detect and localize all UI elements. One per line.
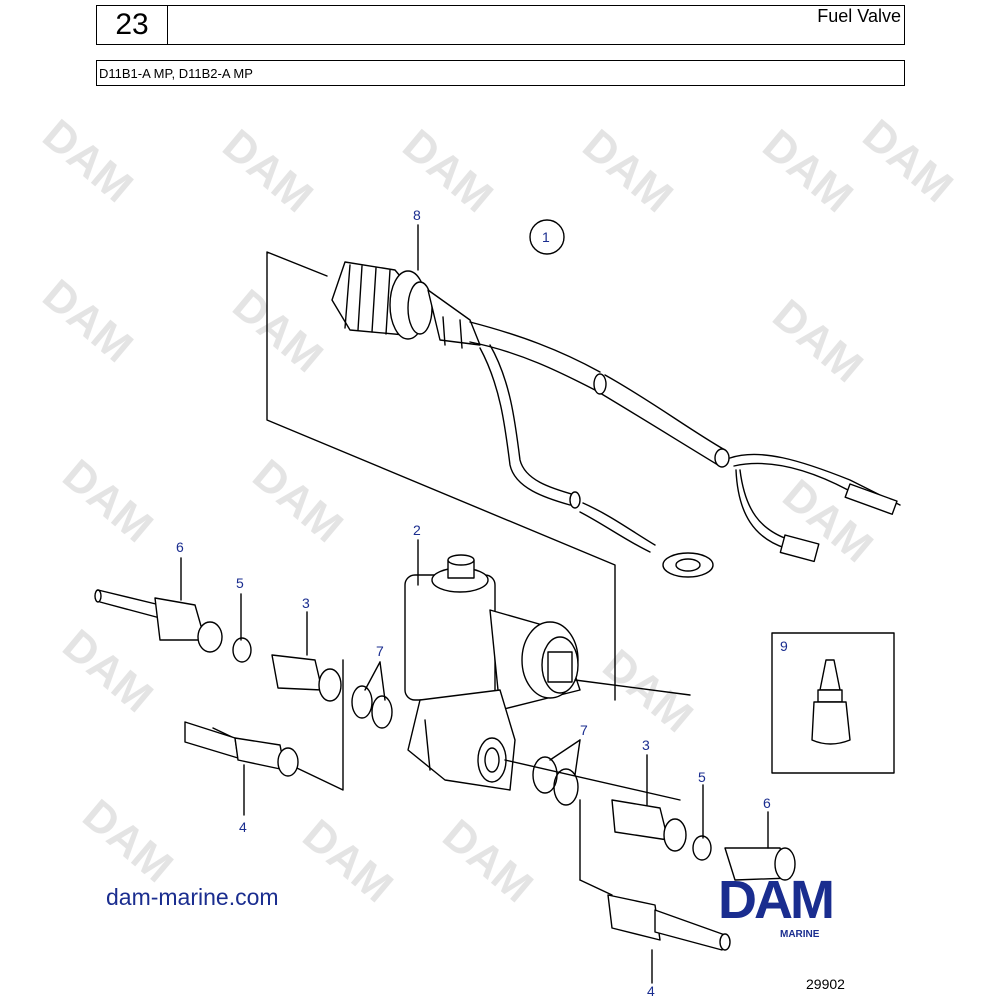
callout-9: 9 — [780, 638, 788, 654]
callout-5-left: 5 — [236, 575, 244, 591]
callout-4-left: 4 — [239, 819, 247, 835]
fuel-pipe-left — [94, 589, 223, 653]
callout-5-right: 5 — [698, 769, 706, 785]
callout-6-left: 6 — [176, 539, 184, 555]
o-ring-right-2 — [553, 768, 579, 806]
watermark-text: DAM — [34, 110, 142, 212]
fuel-valve-body — [404, 554, 691, 801]
watermark-text: DAM — [244, 450, 352, 552]
header-title-box: 23 Fuel Valve — [96, 5, 905, 45]
callout-3-left: 3 — [302, 595, 310, 611]
watermark-text: DAM — [574, 120, 682, 222]
watermark-text: DAM — [74, 790, 182, 892]
hose-nipple-left — [184, 721, 299, 777]
engine-models: D11B1-A MP, D11B2-A MP — [99, 66, 253, 81]
watermark-layer: DAM DAM DAM DAM DAM DAM DAM DAM DAM DAM … — [34, 110, 962, 912]
sealant-box — [771, 632, 895, 774]
callout-7-right: 7 — [580, 722, 588, 738]
callout-leaders — [180, 224, 769, 984]
watermark-text: DAM — [294, 810, 402, 912]
watermark-text: DAM — [594, 640, 702, 742]
callout-2: 2 — [413, 522, 421, 538]
sealing-washer-left — [232, 637, 252, 663]
callout-circle-1 — [529, 219, 565, 255]
callout-8: 8 — [413, 207, 421, 223]
assembly-guide-line — [266, 251, 616, 701]
callout-1: 1 — [542, 229, 550, 245]
watermark-text: DAM — [54, 450, 162, 552]
union-nipple-right — [611, 799, 687, 852]
o-ring-left-2 — [371, 695, 393, 729]
logo-subtitle: MARINE — [780, 929, 820, 940]
watermark-text: DAM — [754, 120, 862, 222]
hose-nipple-right — [607, 894, 731, 951]
watermark-text: DAM — [854, 110, 962, 212]
callout-6-right: 6 — [763, 795, 771, 811]
watermark-text: DAM — [54, 620, 162, 722]
header-models-box: D11B1-A MP, D11B2-A MP — [96, 60, 905, 86]
section-number: 23 — [97, 6, 168, 44]
o-ring-left-1 — [351, 685, 373, 719]
watermark-text: DAM — [434, 810, 542, 912]
union-nut-right — [724, 847, 796, 881]
watermark-text: DAM — [224, 280, 332, 382]
cable-harness — [442, 316, 901, 578]
website-link[interactable]: dam-marine.com — [106, 884, 279, 910]
union-nipple-left — [271, 654, 342, 702]
dam-logo: DAM — [718, 870, 832, 930]
watermark-text: DAM — [764, 290, 872, 392]
watermark-text: DAM — [214, 120, 322, 222]
cable-harness-connector — [331, 261, 481, 346]
page-title: Fuel Valve — [817, 6, 901, 26]
callout-3-right: 3 — [642, 737, 650, 753]
watermark-text: DAM — [34, 270, 142, 372]
callout-4-right: 4 — [647, 983, 655, 999]
watermark-text: DAM — [394, 120, 502, 222]
drawing-number: 29902 — [806, 976, 845, 992]
callout-7-left: 7 — [376, 643, 384, 659]
sealing-washer-right — [692, 835, 712, 861]
watermark-text: DAM — [774, 470, 882, 572]
